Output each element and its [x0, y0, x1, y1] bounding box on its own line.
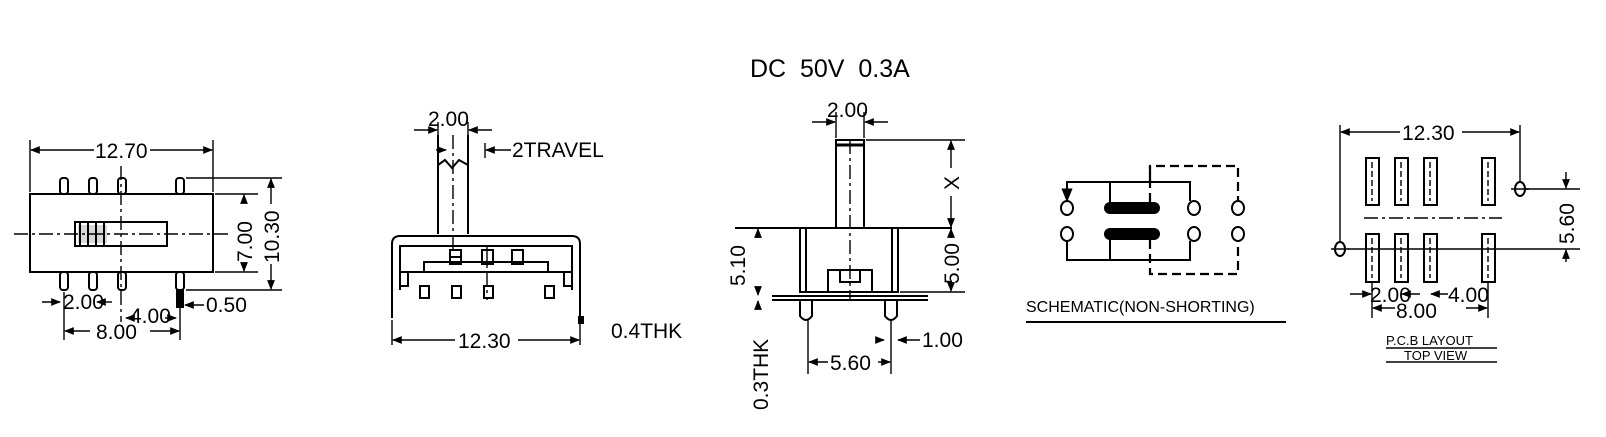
dim-top-gap: 4.00: [130, 305, 171, 328]
dim-side-thickness: 0.3THK: [750, 339, 773, 410]
dim-top-body-height: 7.00: [234, 221, 257, 262]
pcb-layout: 12.30 5.60 2.00 4.00 8.00 P.C.B LAYOUT T…: [1331, 122, 1580, 363]
dim-side-body-height: 5.00: [941, 243, 964, 284]
dim-side-actuator-height: X: [941, 176, 964, 190]
dim-pcb-span: 8.00: [1396, 300, 1437, 323]
schematic: SCHEMATIC(NON-SHORTING): [1026, 164, 1286, 323]
pcb-layout-title: P.C.B LAYOUT: [1386, 333, 1473, 348]
dim-top-total-height: 10.30: [261, 210, 284, 263]
schematic-label: SCHEMATIC(NON-SHORTING): [1026, 299, 1255, 316]
dim-pcb-pitch: 2.00: [1370, 284, 1411, 307]
dim-front-length: 12.30: [458, 330, 511, 353]
dim-pcb-width: 12.30: [1402, 122, 1455, 145]
dim-front-actuator-width: 2.00: [428, 108, 469, 131]
front-view: 2.00 2TRAVEL 12.30 0.4THK: [391, 108, 682, 353]
dim-side-mount-height: 5.10: [727, 245, 750, 286]
dim-pcb-row-pitch: 5.60: [1556, 203, 1579, 244]
dim-top-pin-span: 8.00: [96, 321, 137, 344]
top-view: 12.70 7.00 10.30 2.00 4.00 0.50 8.00: [14, 140, 284, 344]
dim-top-pitch: 2.00: [63, 291, 104, 314]
dim-top-pin-width: 0.50: [206, 294, 247, 317]
pcb-mount-hole-left: [1331, 241, 1349, 257]
dim-top-width: 12.70: [95, 140, 148, 163]
pcb-layout-subtitle: TOP VIEW: [1404, 348, 1468, 363]
top-view-pins-lower: [59, 271, 185, 291]
pcb-slots-upper: [1365, 157, 1496, 206]
dim-front-travel: 2TRAVEL: [512, 139, 604, 162]
dim-pcb-gap: 4.00: [1448, 284, 1489, 307]
rating-label: DC 50V 0.3A: [750, 55, 910, 83]
dim-side-actuator-width: 2.00: [827, 99, 868, 122]
dim-side-pin-width: 1.00: [922, 329, 963, 352]
dim-front-thickness: 0.4THK: [611, 320, 682, 343]
top-view-pins-upper: [59, 177, 185, 195]
side-view: 2.00 X 5.00 5.10 0.3THK 1.00 5.60: [727, 99, 965, 410]
pcb-slots-lower: [1365, 233, 1496, 283]
dim-side-leg-span: 5.60: [830, 352, 871, 375]
